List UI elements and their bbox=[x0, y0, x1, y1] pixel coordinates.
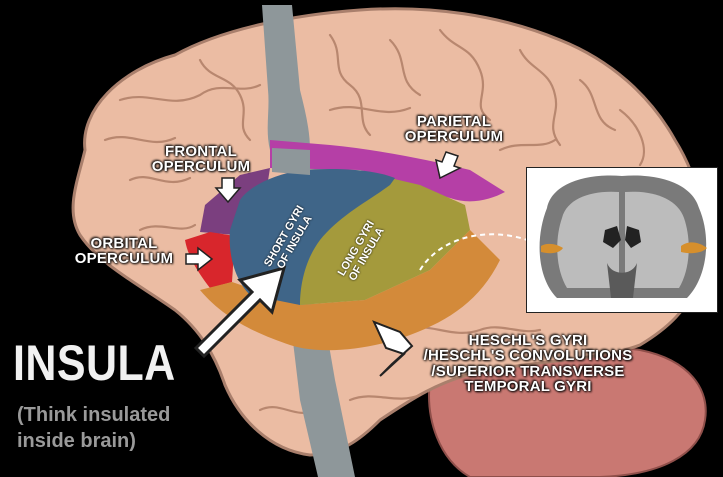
orbital-operculum-label: ORBITAL OPERCULUM bbox=[62, 236, 186, 267]
temporal-operculum bbox=[200, 230, 500, 351]
page-title: INSULA bbox=[13, 335, 176, 391]
parietal-operculum-label: PARIETAL OPERCULUM bbox=[392, 114, 516, 145]
parietal-operculum-line1: PARIETAL bbox=[416, 113, 492, 130]
parietal-operculum bbox=[270, 140, 505, 202]
insula-right-highlight bbox=[681, 242, 707, 254]
orbital-operculum-line1: ORBITAL bbox=[90, 235, 158, 252]
arrow-insula-large bbox=[193, 265, 287, 359]
subtitle-line1: (Think insulated bbox=[17, 404, 171, 426]
arrow-frontal bbox=[214, 177, 242, 204]
subtitle-line2: inside brain) bbox=[17, 430, 136, 452]
frontal-operculum bbox=[200, 168, 270, 235]
frontal-operculum-line1: FRONTAL bbox=[165, 143, 237, 160]
arrow-heschl bbox=[372, 320, 414, 377]
arrow-orbital bbox=[185, 246, 214, 272]
orbital-operculum-line2: OPERCULUM bbox=[74, 250, 174, 268]
insula-left-highlight bbox=[541, 243, 563, 254]
parietal-operculum-line2: OPERCULUM bbox=[404, 128, 504, 146]
coronal-section-inset bbox=[526, 167, 718, 313]
arrow-parietal bbox=[434, 151, 462, 180]
coronal-section-image bbox=[527, 168, 717, 312]
heschl-line3: /SUPERIOR TRANSVERSE bbox=[431, 362, 625, 380]
frontal-operculum-label: FRONTAL OPERCULUM bbox=[138, 144, 264, 175]
heschl-line2: /HESCHL'S CONVOLUTIONS bbox=[423, 347, 633, 365]
heschl-line4: TEMPORAL GYRI bbox=[464, 377, 592, 395]
frontal-operculum-line2: OPERCULUM bbox=[151, 158, 251, 176]
heschl-line1: HESCHL'S GYRI bbox=[468, 332, 588, 349]
subtitle: (Think insulated inside brain) bbox=[17, 402, 170, 454]
brainstem-overlay bbox=[272, 148, 310, 175]
gyri-lines bbox=[103, 28, 652, 414]
brainstem bbox=[262, 5, 355, 477]
heschl-label: HESCHL'S GYRI /HESCHL'S CONVOLUTIONS /SU… bbox=[398, 333, 658, 394]
